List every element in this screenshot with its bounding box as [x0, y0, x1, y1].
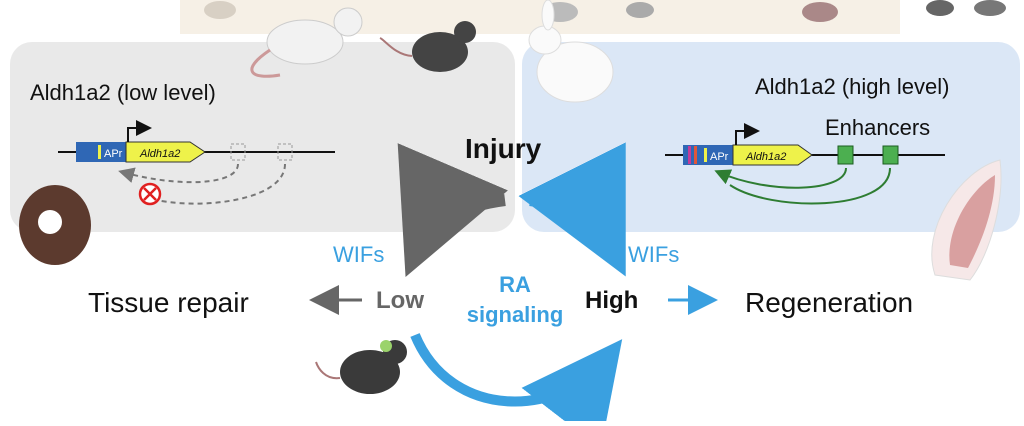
left-panel-background — [10, 42, 515, 232]
black-mouse-illustration — [379, 21, 476, 72]
left-panel-title: Aldh1a2 (low level) — [30, 80, 216, 105]
low-to-high-arrow — [410, 333, 623, 426]
left-enhancer-site-1 — [230, 143, 246, 161]
right-promoter-label: APr — [710, 151, 729, 163]
injury-to-low-arrow — [397, 143, 509, 278]
injury-label: Injury — [465, 133, 542, 164]
left-enhancer-site-2 — [277, 143, 293, 161]
rabbit-illustration — [528, 0, 614, 103]
green-eared-mouse-illustration — [315, 340, 407, 394]
low-label: Low — [376, 287, 424, 314]
right-gene-construct: APr Aldh1a2 Enhancers — [665, 115, 945, 205]
wifs-left-label: WIFs — [333, 242, 384, 267]
injury-to-high-arrow — [518, 142, 626, 277]
enhancers-label: Enhancers — [825, 115, 930, 140]
mouse-ear-illustration — [19, 185, 91, 265]
inhibit-icon — [138, 182, 162, 206]
right-gene-label: Aldh1a2 — [745, 151, 786, 163]
right-enhancer-2 — [882, 145, 899, 165]
wifs-right-label: WIFs — [628, 242, 679, 267]
left-gene-construct: APr Aldh1a2 — [58, 120, 335, 206]
right-panel-title: Aldh1a2 (high level) — [755, 74, 949, 99]
regeneration-label: Regeneration — [745, 287, 913, 318]
rabbit-ear-illustration — [931, 159, 1002, 281]
left-promoter-label: APr — [104, 148, 123, 160]
ra-label: RA — [499, 272, 531, 297]
high-label: High — [585, 287, 638, 314]
right-panel-background — [522, 42, 1020, 232]
signaling-label: signaling — [467, 302, 564, 327]
tissue-repair-label: Tissue repair — [88, 287, 249, 318]
rat-illustration — [250, 7, 363, 78]
right-enhancer-1 — [837, 145, 854, 165]
left-gene-label: Aldh1a2 — [139, 148, 180, 160]
